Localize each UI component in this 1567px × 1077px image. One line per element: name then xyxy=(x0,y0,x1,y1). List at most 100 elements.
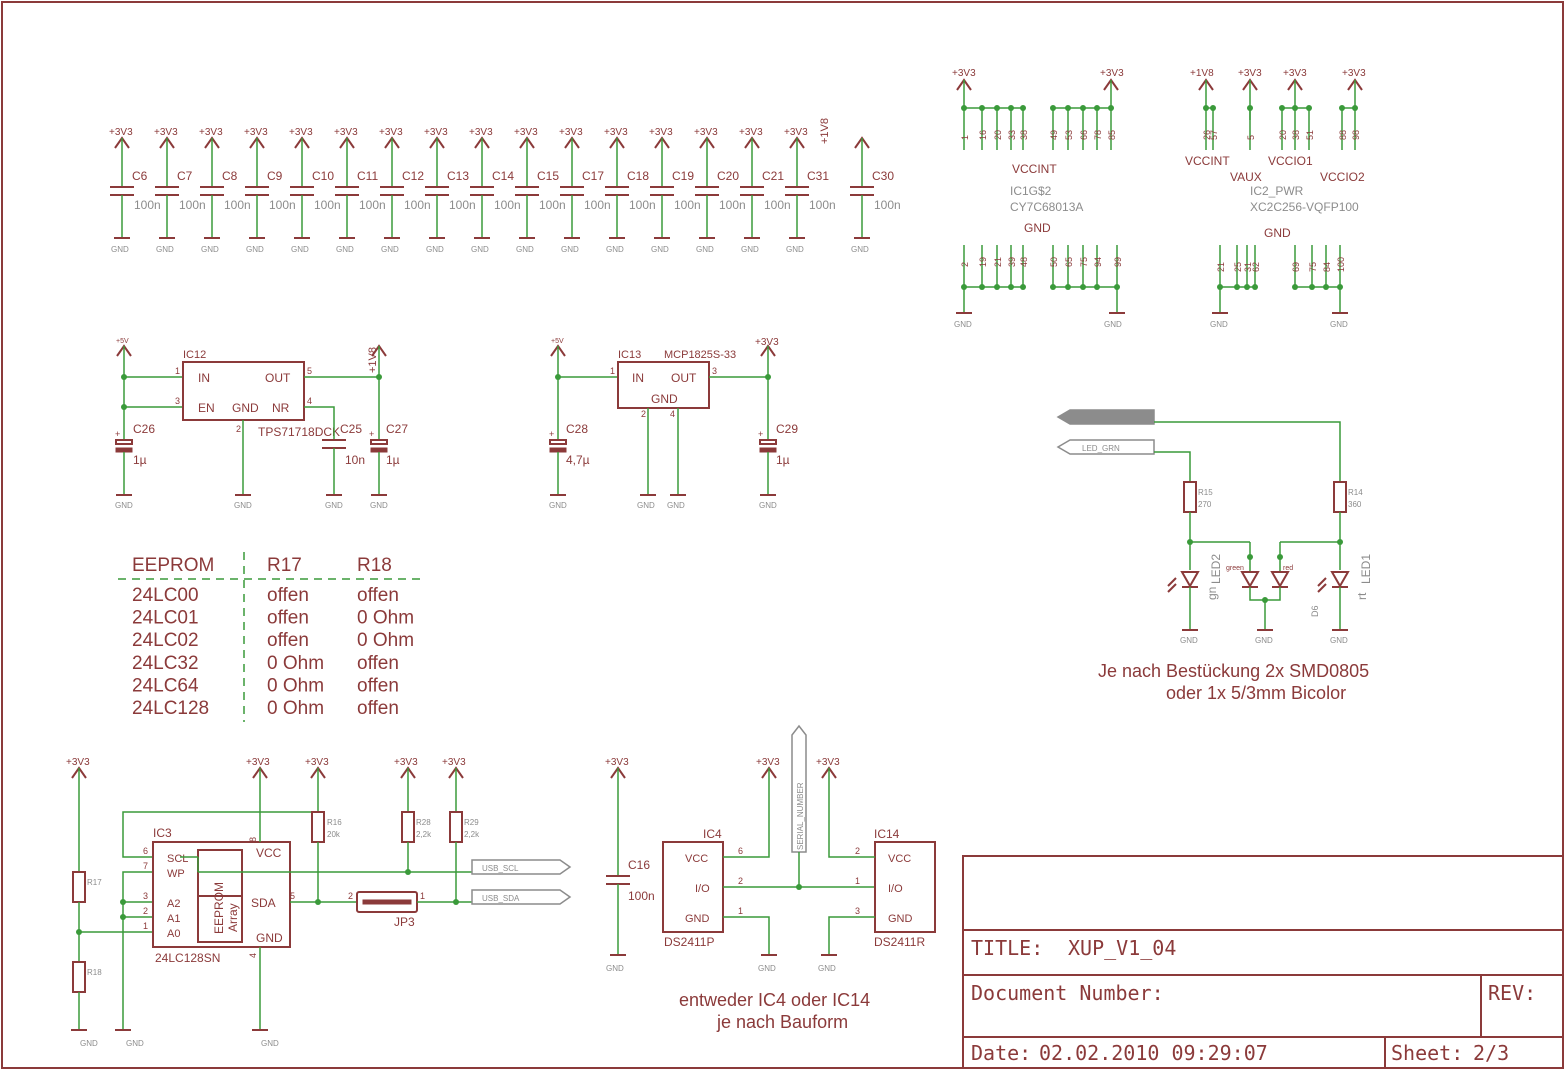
gnd-label: GND xyxy=(336,245,354,254)
led-note-line-2: oder 1x 5/3mm Bicolor xyxy=(1166,683,1346,703)
pin-label: VCC xyxy=(256,846,282,860)
supply-label: +3V3 xyxy=(289,127,313,138)
capacitor-value: 100n xyxy=(539,198,566,212)
capacitor-value: 100n xyxy=(494,198,521,212)
resistor-value: 270 xyxy=(1198,500,1212,509)
ic2-part-label: IC2_PWR xyxy=(1250,184,1304,198)
net-label-led-grn: LED_GRN xyxy=(1082,444,1120,453)
resistor-ref: R18 xyxy=(87,968,102,977)
led2-ref: LED2 xyxy=(1209,554,1223,584)
capacitor-ref: C10 xyxy=(312,169,334,183)
capacitor-value: 100n xyxy=(314,198,341,212)
capacitor-ref: C19 xyxy=(672,169,694,183)
gnd-label: GND xyxy=(606,245,624,254)
supply-label: +3V3 xyxy=(559,127,583,138)
svg-text:8: 8 xyxy=(248,837,258,842)
pin-number: 49 xyxy=(1049,130,1059,140)
gnd-label: GND xyxy=(261,1039,279,1048)
capacitor-ref: C6 xyxy=(132,169,148,183)
supply-label: +1V8 xyxy=(1190,68,1214,79)
capacitor-ref: C17 xyxy=(582,169,604,183)
table-cell: 24LC64 xyxy=(132,675,199,696)
supply-label: +3V3 xyxy=(952,68,976,79)
table-cell: offen xyxy=(357,585,399,606)
pin-number: 1 xyxy=(960,135,970,140)
title-label: TITLE: xyxy=(971,936,1043,960)
svg-text:3: 3 xyxy=(143,891,148,901)
net-label-serial-number: SERIAL_NUMBER xyxy=(796,782,805,850)
pin-label: SCL xyxy=(167,853,188,865)
gnd-label: GND xyxy=(516,245,534,254)
pin-number: 38 xyxy=(1291,130,1301,140)
capacitor-value: 100n xyxy=(719,198,746,212)
capacitor-value: 100n xyxy=(359,198,386,212)
supply-label: +3V3 xyxy=(816,757,840,768)
supply-label: +3V3 xyxy=(755,337,779,348)
date-label: Date: xyxy=(971,1041,1031,1065)
led-note-line-1: Je nach Bestückung 2x SMD0805 xyxy=(1098,661,1369,681)
table-cell: 24LC128 xyxy=(132,698,209,719)
table-cell: 0 Ohm xyxy=(357,608,414,629)
pin-label: IN xyxy=(198,371,210,385)
svg-text:2: 2 xyxy=(855,846,860,856)
svg-text:7: 7 xyxy=(143,861,148,871)
resistor-value: 20k xyxy=(327,830,341,839)
capacitor-value: 100n xyxy=(674,198,701,212)
serial-number-block: +3V3 C16 100n GND IC4 VCC I/O GND DS2411… xyxy=(605,724,936,1032)
resistor-value: 2,2k xyxy=(464,830,480,839)
table-cell: offen xyxy=(357,653,399,674)
pin-label: OUT xyxy=(671,371,697,385)
gnd-label: GND xyxy=(1330,320,1348,329)
capacitor-value: 100n xyxy=(764,198,791,212)
capacitor-value: 1µ xyxy=(386,453,400,467)
supply-label: +3V3 xyxy=(199,127,223,138)
supply-label: +1V8 xyxy=(819,118,831,144)
capacitor-value: 100n xyxy=(809,198,836,212)
svg-text:4: 4 xyxy=(670,409,675,419)
serial-note-line-1: entweder IC4 oder IC14 xyxy=(679,990,870,1010)
capacitor-value: 100n xyxy=(629,198,656,212)
bicolor-green-label: green xyxy=(1226,565,1244,572)
gnd-label: GND xyxy=(851,245,869,254)
gnd-label: GND xyxy=(471,245,489,254)
pin-number: 69 xyxy=(1291,262,1301,272)
vaux-label: VAUX xyxy=(1230,170,1262,184)
capacitor-ref: C30 xyxy=(872,169,894,183)
led1-value: rt xyxy=(1355,592,1369,600)
gnd-label: GND xyxy=(696,245,714,254)
table-cell: offen xyxy=(267,630,309,651)
ic1-value-label: CY7C68013A xyxy=(1010,200,1083,214)
resistor-ref: R16 xyxy=(327,818,342,827)
pin-label: A0 xyxy=(167,928,180,940)
vccint-label: VCCINT xyxy=(1185,154,1230,168)
capacitor-ref: C28 xyxy=(566,422,588,436)
svg-text:+: + xyxy=(369,429,374,439)
table-header: R17 xyxy=(267,555,302,576)
svg-text:3: 3 xyxy=(175,396,180,406)
supply-label: +3V3 xyxy=(784,127,808,138)
pin-label: GND xyxy=(232,401,259,415)
capacitor-ref: C18 xyxy=(627,169,649,183)
pin-number: 48 xyxy=(1019,257,1029,267)
pin-number: 84 xyxy=(1322,262,1332,272)
pin-number: 78 xyxy=(1093,130,1103,140)
eeprom-array-label: Array xyxy=(226,903,240,932)
capacitor-value: 10n xyxy=(345,453,365,467)
title-block: TITLE: XUP_V1_04 Document Number: REV: D… xyxy=(962,855,1564,1069)
svg-text:3: 3 xyxy=(712,366,717,376)
pin-label: SDA xyxy=(251,896,276,910)
gnd-label: GND xyxy=(156,245,174,254)
capacitor-ref: C29 xyxy=(776,422,798,436)
pin-number: 2 xyxy=(960,262,970,267)
svg-text:1: 1 xyxy=(143,921,148,931)
pin-label: GND xyxy=(256,931,283,945)
rev-label: REV: xyxy=(1488,981,1536,1005)
gnd-label: GND xyxy=(1255,636,1273,645)
